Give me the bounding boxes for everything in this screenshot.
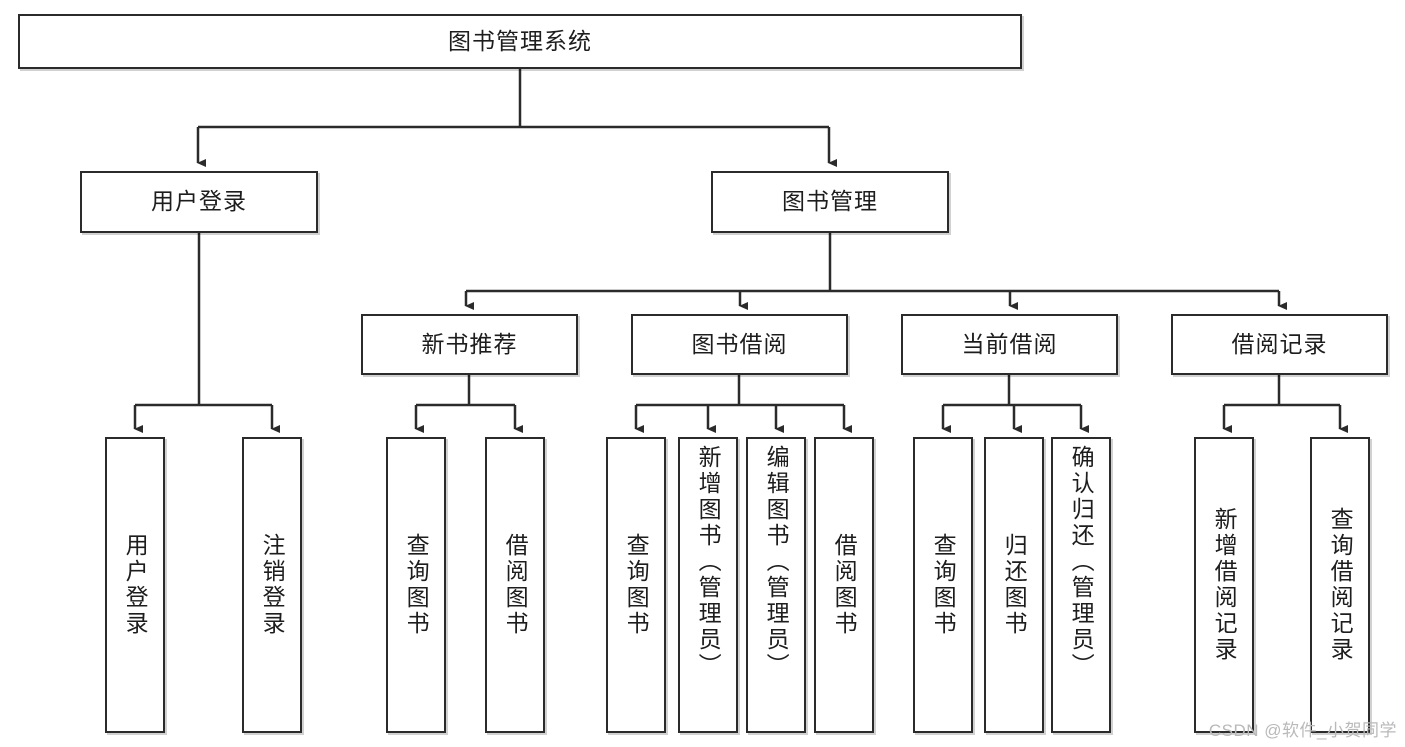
node-root[interactable]: 图书管理系统 (18, 14, 1022, 69)
node-leaf-bb-borrow[interactable]: 借阅图书 (814, 437, 874, 733)
node-label: 借阅记录 (1231, 330, 1328, 357)
node-label: 图书管理 (782, 188, 878, 215)
node-label: 借阅图书 (831, 533, 858, 637)
node-label: 查询图书 (403, 533, 430, 637)
node-label: 借阅图书 (502, 533, 529, 637)
node-leaf-rec-query[interactable]: 查询图书 (386, 437, 446, 733)
node-leaf-bb-query[interactable]: 查询图书 (606, 437, 666, 733)
node-label: 查询图书 (623, 533, 650, 637)
node-leaf-logout[interactable]: 注销登录 (242, 437, 302, 733)
node-label: 查询图书 (930, 533, 957, 637)
node-label: 归还图书 (1001, 533, 1028, 637)
node-label: 当前借阅 (961, 330, 1058, 357)
node-leaf-br-query[interactable]: 查询借阅记录 (1310, 437, 1370, 733)
node-label: 新增借阅记录 (1211, 507, 1238, 663)
node-label: 新增图书（管理员） (695, 445, 722, 679)
node-label: 确认归还（管理员） (1068, 445, 1095, 679)
node-borrow-record[interactable]: 借阅记录 (1171, 314, 1388, 375)
node-new-book-rec[interactable]: 新书推荐 (361, 314, 578, 375)
node-label: 用户登录 (151, 188, 247, 215)
node-label: 新书推荐 (421, 330, 518, 357)
node-label: 编辑图书（管理员） (763, 445, 790, 679)
node-leaf-rec-borrow[interactable]: 借阅图书 (485, 437, 545, 733)
watermark-text: CSDN @软件_小贺同学 (1208, 721, 1397, 740)
node-leaf-cb-confirm[interactable]: 确认归还（管理员） (1051, 437, 1111, 733)
node-leaf-bb-add[interactable]: 新增图书（管理员） (678, 437, 738, 733)
node-label: 图书借阅 (691, 330, 788, 357)
node-leaf-br-add[interactable]: 新增借阅记录 (1194, 437, 1254, 733)
node-label: 用户登录 (122, 533, 149, 637)
node-label: 注销登录 (259, 533, 286, 637)
node-user-login[interactable]: 用户登录 (80, 171, 318, 233)
node-leaf-cb-query[interactable]: 查询图书 (913, 437, 973, 733)
node-label: 查询借阅记录 (1327, 507, 1354, 663)
node-current-borrow[interactable]: 当前借阅 (901, 314, 1118, 375)
node-label: 图书管理系统 (448, 27, 592, 54)
node-leaf-cb-return[interactable]: 归还图书 (984, 437, 1044, 733)
node-leaf-bb-edit[interactable]: 编辑图书（管理员） (746, 437, 806, 733)
node-leaf-user-login[interactable]: 用户登录 (105, 437, 165, 733)
node-book-manage[interactable]: 图书管理 (711, 171, 949, 233)
node-book-borrow[interactable]: 图书借阅 (631, 314, 848, 375)
